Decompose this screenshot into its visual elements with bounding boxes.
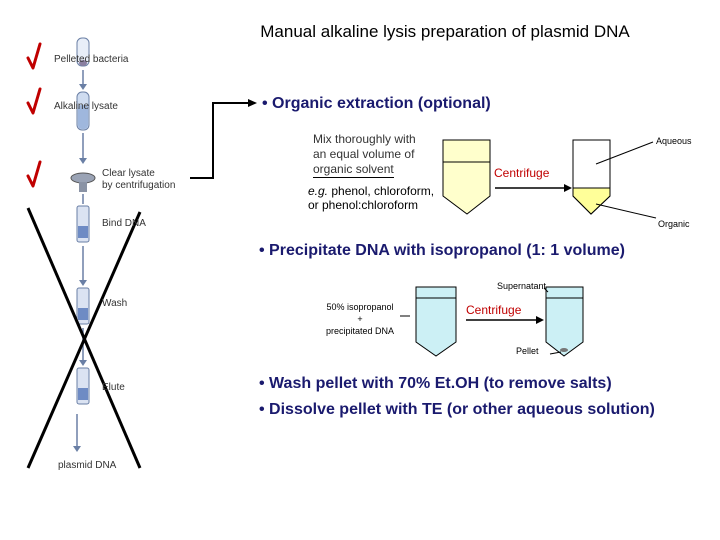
step-wash: Wash: [102, 298, 128, 309]
dissolve-step: • Dissolve pellet with TE (or other aque…: [259, 401, 655, 418]
pellet-label: Pellet: [516, 346, 539, 356]
alkaline-lysate-tube-icon: [76, 91, 90, 131]
step-elute: Elute: [102, 382, 125, 393]
centrifuge-label-2: Centrifuge: [466, 303, 522, 317]
step-plasmid-dna: plasmid DNA: [58, 460, 117, 471]
checkmark-icons: [26, 42, 42, 188]
bind-column-icon: [76, 205, 90, 243]
checkmark-icon: [26, 87, 42, 115]
pelleted-bacteria-tube-icon: [76, 37, 90, 67]
connector-arrow: [190, 102, 250, 179]
checkmark-icon: [26, 160, 42, 188]
page-title: Manual alkaline lysis preparation of pla…: [260, 22, 630, 41]
supernatant-label: Supernatant: [497, 281, 547, 291]
centrifuge-rotor-icon: [70, 172, 96, 192]
organic-label: Organic: [658, 219, 690, 229]
mix-instruction: Mix thoroughly with an equal volume of o…: [313, 132, 416, 178]
aqueous-label: Aqueous: [656, 136, 692, 146]
precipitate-heading: • Precipitate DNA with isopropanol (1: 1…: [259, 242, 625, 259]
pellet-pointer: [549, 351, 562, 355]
sidebar-graphics: [70, 37, 96, 452]
step-pelleted-bacteria: Pelleted bacteria: [54, 54, 129, 65]
organic-tube-before-icon: [442, 139, 491, 215]
isopropanol-label: 50% isopropanol + precipitated DNA: [325, 302, 395, 336]
centrifuge-label-1: Centrifuge: [494, 166, 550, 180]
elute-column-icon: [76, 367, 90, 405]
aqueous-pointer: [595, 141, 654, 165]
wash-column-icon: [76, 287, 90, 325]
step-clear-lysate: Clear lysate: [102, 168, 155, 179]
organic-extraction-heading: • Organic extraction (optional): [262, 95, 491, 112]
organic-pointer: [595, 203, 657, 219]
step-alkaline-lysate: Alkaline lysate: [54, 101, 118, 112]
precip-tube-before-icon: [415, 286, 457, 357]
wash-step: • Wash pellet with 70% Et.OH (to remove …: [259, 375, 612, 392]
step-bind-dna: Bind DNA: [102, 218, 146, 229]
checkmark-icon: [26, 42, 42, 70]
step-clear-lysate-line2: by centrifugation: [102, 180, 176, 191]
cross-out-icon: [26, 207, 142, 469]
organic-tube-after-icon: [572, 139, 611, 215]
solvent-examples: e.g. phenol, chloroform, or phenol:chlor…: [308, 184, 435, 212]
precip-tube-after-icon: [545, 286, 584, 357]
